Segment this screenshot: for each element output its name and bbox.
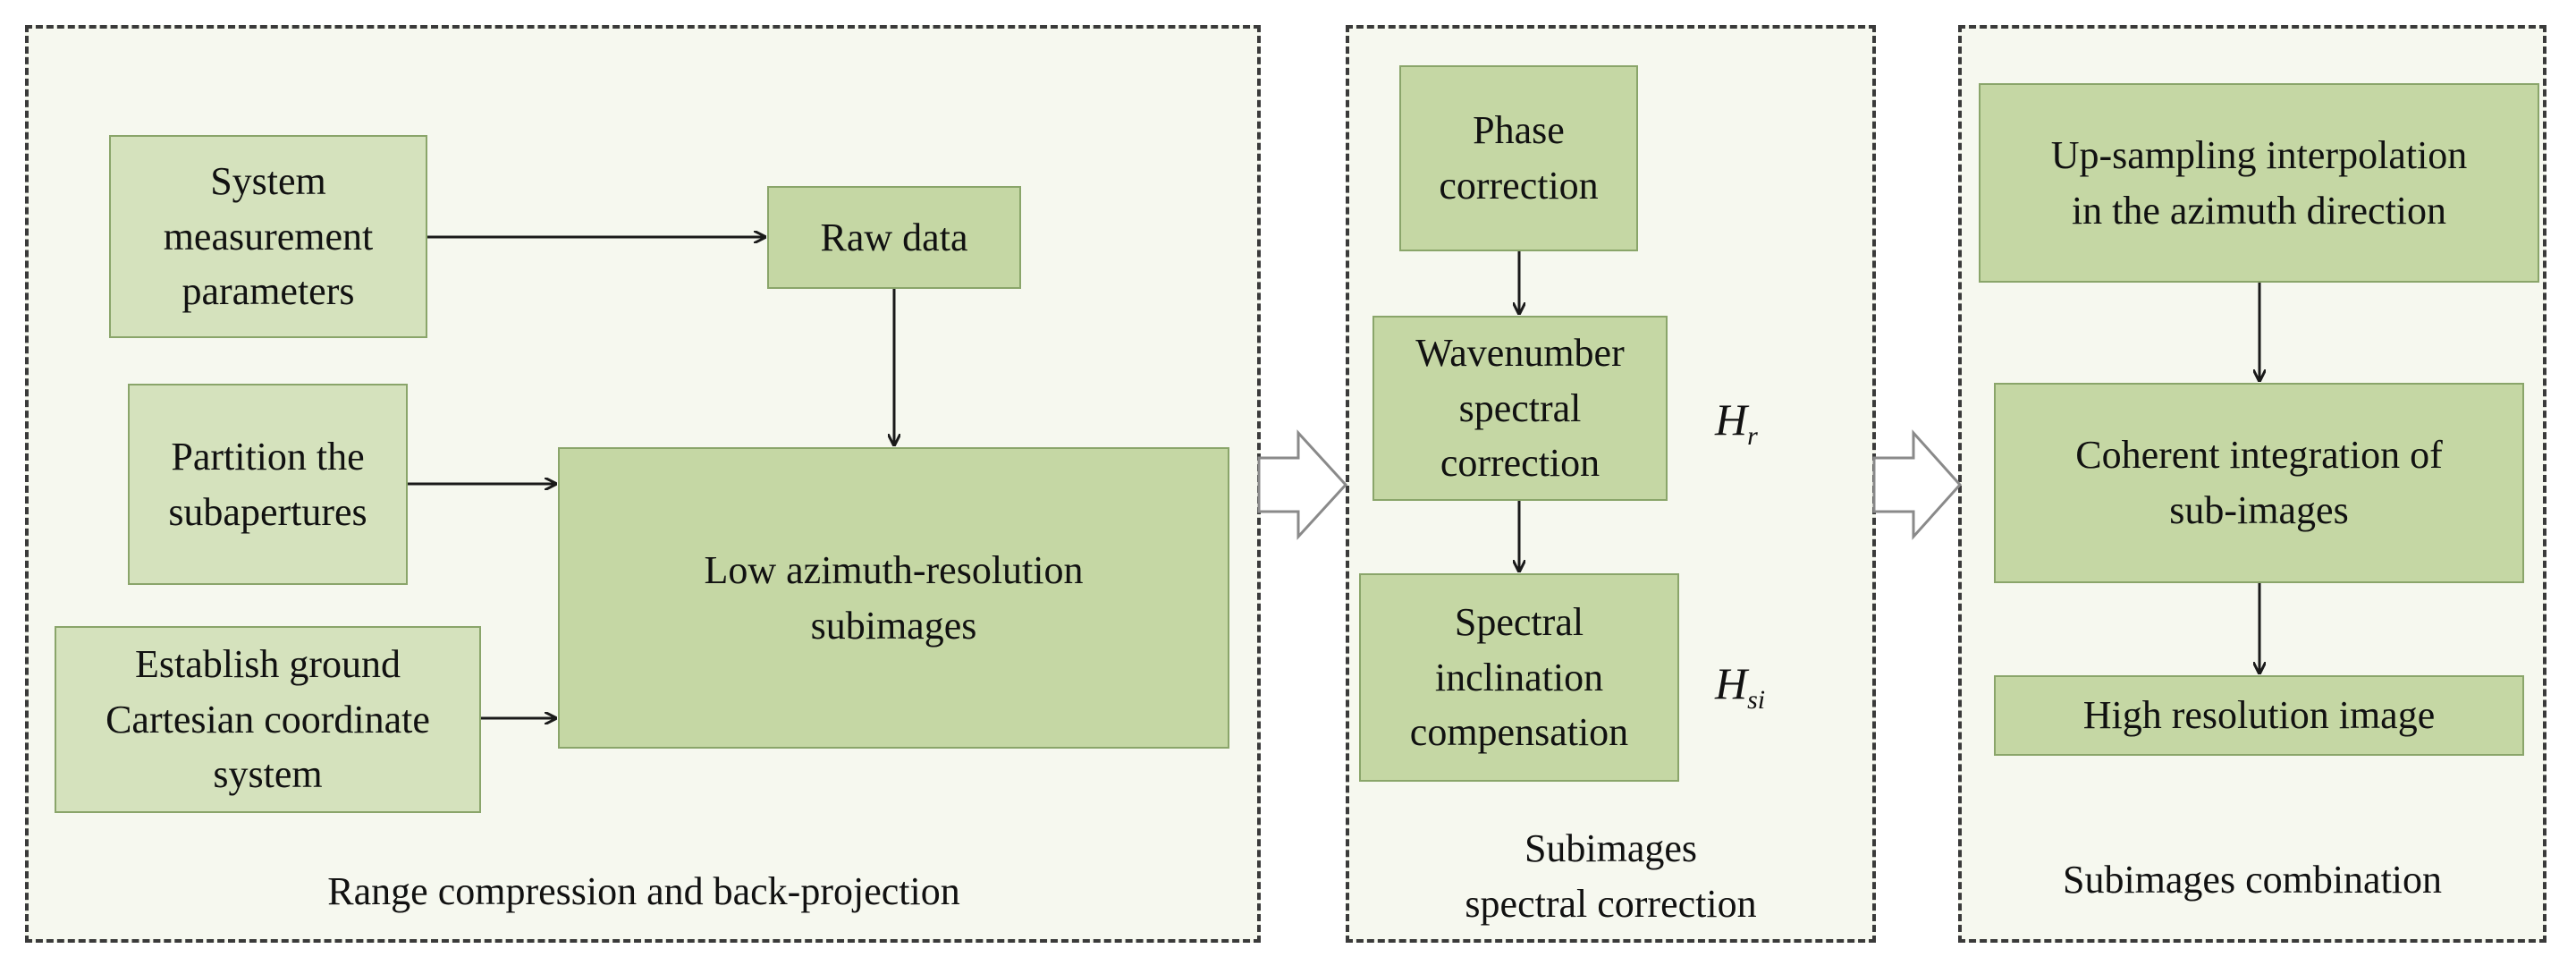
raw-data-label: Raw data (820, 215, 968, 259)
panel2-caption: Subimages spectral correction (1465, 826, 1757, 926)
high-resolution-label: High resolution image (2082, 693, 2436, 738)
spectral-inclination-box: Spectral inclination compensation (1359, 573, 1679, 782)
spectral-inclination-label: Spectral inclination compensation (1409, 600, 1629, 755)
wavenumber-box: Wavenumber spectral correction (1372, 316, 1668, 501)
coherent-integration-label: Coherent integration of sub-images (2075, 433, 2443, 532)
panel1-caption: Range compression and back-projection (327, 869, 960, 913)
low-resolution-box: Low azimuth-resolution subimages (558, 447, 1229, 749)
h-r-symbol: Hr (1715, 394, 1758, 451)
phase-correction-box: Phase correction (1399, 65, 1638, 251)
phase-correction-label: Phase correction (1439, 108, 1599, 208)
hollow-arrow-panel1-to-panel2 (1257, 429, 1348, 540)
system-measurement-label: System measurement parameters (163, 159, 374, 314)
partition-label: Partition the subapertures (168, 434, 367, 534)
upsampling-label: Up-sampling interpolation in the azimuth… (2050, 132, 2468, 233)
hollow-arrow-panel2-to-panel3 (1872, 429, 1963, 540)
establish-coordinate-label: Establish ground Cartesian coordinate sy… (106, 642, 430, 797)
raw-data-box: Raw data (767, 186, 1021, 289)
low-resolution-label: Low azimuth-resolution subimages (704, 547, 1084, 648)
upsampling-box: Up-sampling interpolation in the azimuth… (1979, 83, 2539, 283)
establish-coordinate-box: Establish ground Cartesian coordinate sy… (55, 626, 481, 813)
high-resolution-box: High resolution image (1994, 675, 2524, 756)
partition-box: Partition the subapertures (128, 384, 408, 585)
h-si-symbol: Hsi (1715, 658, 1766, 715)
coherent-integration-box: Coherent integration of sub-images (1994, 383, 2524, 583)
wavenumber-label: Wavenumber spectral correction (1415, 331, 1625, 486)
system-measurement-box: System measurement parameters (109, 135, 427, 338)
panel3-caption: Subimages combination (2062, 858, 2443, 902)
